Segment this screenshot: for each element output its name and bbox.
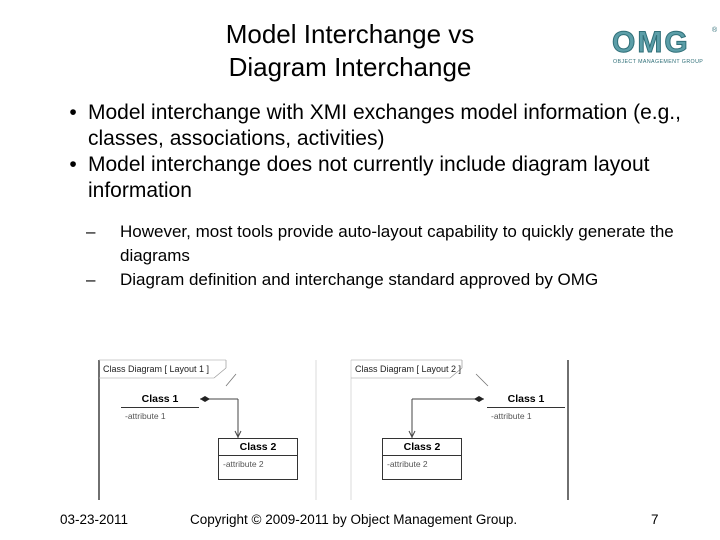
sub-bullet-text: Diagram definition and interchange stand… [120, 270, 599, 289]
footer-page-number: 7 [651, 512, 659, 527]
class-name: Class 2 [383, 439, 461, 456]
class-diagram-layout-1: Class Diagram [ Layout 1 ] Class 1 -attr… [98, 358, 323, 500]
class-name: Class 1 [121, 391, 199, 408]
bullet-item: • Model interchange with XMI exchanges m… [30, 100, 710, 152]
bullet-item: • Model interchange does not currently i… [30, 152, 710, 204]
bullet-marker: • [69, 153, 77, 176]
class-box: Class 2 -attribute 2 [218, 438, 298, 480]
class-attribute: -attribute 1 [125, 411, 166, 421]
diagram-frame-label: Class Diagram [ Layout 2 ] [355, 364, 462, 374]
footer-date: 03-23-2011 [60, 512, 129, 527]
class-box: Class 2 -attribute 2 [382, 438, 462, 480]
sub-bullet-item: – Diagram definition and interchange sta… [30, 268, 710, 292]
dash-marker: – [86, 222, 96, 241]
class-attribute: -attribute 2 [223, 459, 264, 469]
class-attribute: -attribute 2 [387, 459, 428, 469]
svg-text:OBJECT MANAGEMENT GROUP: OBJECT MANAGEMENT GROUP [613, 59, 703, 65]
title-line-2: Diagram Interchange [228, 52, 472, 82]
sub-bullet-item: – However, most tools provide auto-layou… [30, 220, 710, 268]
class-name: Class 2 [219, 439, 297, 456]
bullet-text: Model interchange with XMI exchanges mod… [88, 101, 681, 150]
bullet-marker: • [69, 101, 77, 124]
sub-bullet-text: However, most tools provide auto-layout … [120, 222, 674, 265]
title-line-1: Model Interchange vs [225, 19, 475, 49]
class-attribute: -attribute 1 [491, 411, 532, 421]
bullet-text: Model interchange does not currently inc… [88, 153, 650, 202]
svg-text:OMG: OMG [612, 26, 690, 59]
footer-copyright: Copyright © 2009-2011 by Object Manageme… [190, 512, 518, 527]
bullet-list: • Model interchange with XMI exchanges m… [30, 100, 710, 292]
class-box: Class 1 -attribute 1 [120, 390, 200, 432]
slide-title: Model Interchange vs Diagram Interchange [170, 18, 530, 84]
dash-marker: – [86, 270, 96, 289]
class-diagram-layout-2: Class Diagram [ Layout 2 ] Class 1 -attr… [350, 358, 575, 500]
class-name: Class 1 [487, 391, 565, 408]
svg-text:®: ® [712, 26, 718, 34]
class-box: Class 1 -attribute 1 [486, 390, 566, 432]
diagram-frame-label: Class Diagram [ Layout 1 ] [103, 364, 210, 374]
omg-logo: OMG ® OBJECT MANAGEMENT GROUP [608, 22, 719, 72]
